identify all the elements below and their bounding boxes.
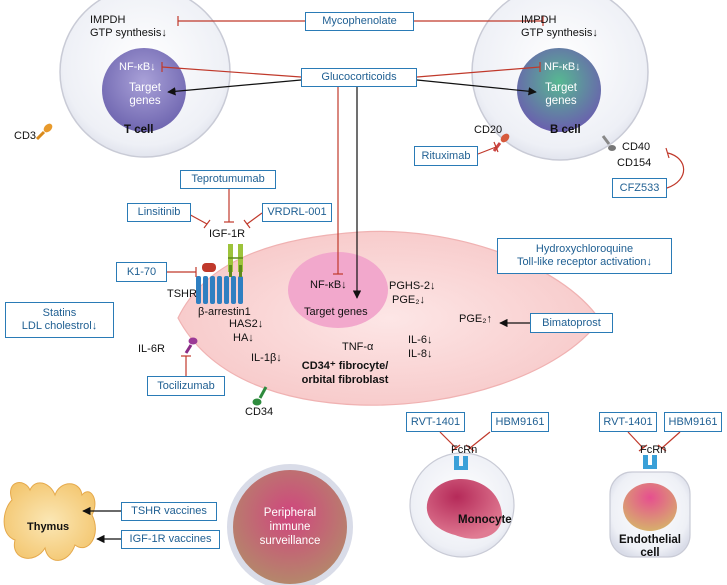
t-cell-target-genes: Target genes (129, 82, 161, 107)
t-cell-label: T cell (124, 124, 154, 136)
has2-label: HAS2↓ (229, 318, 264, 330)
rvt1401-monocyte-box: RVT-1401 (406, 412, 465, 432)
monocyte-label: Monocyte (458, 514, 512, 526)
pge2-up-label: PGE₂↑ (459, 313, 492, 325)
peripheral-line2: immune (269, 521, 311, 533)
endothelial-label-line1: Endothelial (619, 534, 681, 546)
monocyte-nucleus (426, 478, 502, 539)
linsitinib-box: Linsitinib (127, 203, 191, 222)
t-cell-nfkb: NF-κB↓ (119, 61, 156, 73)
statins-effect: LDL cholestrol↓ (21, 320, 98, 332)
tshr-receptor-icon (196, 263, 243, 304)
fibroblast-label-line1: CD34⁺ fibrocyte/ (301, 360, 389, 372)
endothelial-label-line2: cell (640, 547, 660, 559)
cd154-label: CD154 (617, 157, 652, 169)
t-cell-gtp: GTP synthesis↓ (90, 27, 167, 39)
igf1r-label: IGF-1R (209, 228, 246, 240)
cd20-receptor-icon (492, 133, 510, 152)
cd40-label: CD40 (622, 141, 651, 153)
cd34-label: CD34 (245, 406, 274, 418)
t-cell-impdh: IMPDH (90, 14, 126, 26)
fcrn-monocyte-label: FcRn (451, 444, 478, 456)
statins-label: Statins (42, 307, 77, 319)
glucocorticoids-box: Glucocorticoids (301, 68, 417, 87)
ha-label: HA↓ (233, 332, 254, 344)
fcrn-endothelial-label: FcRn (640, 444, 667, 456)
tnfa-label: TNF-α (342, 341, 374, 353)
thymus-organ (3, 482, 96, 561)
hcq-effect: Toll-like receptor activation↓ (516, 256, 653, 268)
hcq-label: Hydroxychloroquine (535, 243, 634, 255)
peripheral-line3: surveillance (259, 535, 321, 547)
thymus-label: Thymus (27, 521, 70, 533)
tshr-label: TSHR (167, 288, 197, 300)
il6r-receptor-icon (184, 337, 198, 354)
b-cell-gtp: GTP synthesis↓ (521, 27, 598, 39)
il8-label: IL-8↓ (408, 348, 433, 360)
b-cell-label: B cell (550, 124, 581, 136)
cd3-label: CD3 (14, 130, 37, 142)
k170-box: K1-70 (116, 262, 167, 282)
igf1r-vaccines-box: IGF-1R vaccines (121, 530, 220, 549)
peripheral-circle (227, 464, 353, 585)
activation-arrows (82, 79, 550, 544)
teprotumumab-box: Teprotumumab (180, 170, 276, 189)
b-cell-impdh: IMPDH (521, 14, 557, 26)
bimatoprost-box: Bimatoprost (530, 313, 613, 333)
statins-box: Statins LDL cholestrol↓ (5, 302, 114, 338)
inhibition-lines (161, 16, 685, 452)
peripheral-line1: Peripheral (263, 507, 317, 519)
fibroblast-label-line2: orbital fibroblast (301, 374, 389, 386)
rvt1401-endothelial-box: RVT-1401 (599, 412, 657, 432)
fcrn-monocyte-icon (454, 456, 468, 470)
hbm9161-monocyte-box: HBM9161 (491, 412, 549, 432)
pghs2-label: PGHS-2↓ (389, 280, 436, 292)
cd20-label: CD20 (474, 124, 503, 136)
il6r-label: IL-6R (138, 343, 165, 355)
fibroblast-nucleus (288, 252, 388, 328)
endothelial-nucleus (623, 483, 677, 531)
hydroxychloroquine-box: Hydroxychloroquine Toll-like receptor ac… (497, 238, 672, 274)
beta-arrestin-label: β-arrestin1 (198, 306, 251, 318)
cd40-receptor-icon (601, 135, 616, 151)
fibroblast-target-genes: Target genes (304, 306, 368, 318)
il6-label: IL-6↓ (408, 334, 433, 346)
pge2-down-label: PGE₂↓ (392, 294, 425, 306)
mycophenolate-box: Mycophenolate (305, 12, 414, 31)
t-cell-nucleus (102, 48, 186, 132)
igf1r-receptor-icon (228, 244, 243, 277)
b-cell-nucleus (517, 48, 601, 132)
vrdrl001-box: VRDRL-001 (262, 203, 332, 222)
il1b-label: IL-1β↓ (251, 352, 282, 364)
fibroblast-nfkb: NF-κB↓ (310, 279, 347, 291)
cd34-receptor-icon (252, 386, 268, 406)
cd3-receptor-icon (35, 123, 53, 141)
hbm9161-endothelial-box: HBM9161 (664, 412, 722, 432)
b-cell-target-genes: Target genes (545, 82, 577, 107)
tocilizumab-box: Tocilizumab (147, 376, 225, 396)
tshr-vaccines-box: TSHR vaccines (121, 502, 217, 521)
b-cell-nfkb: NF-κB↓ (544, 61, 581, 73)
rituximab-box: Rituximab (414, 146, 478, 166)
cfz533-box: CFZ533 (612, 178, 667, 198)
fcrn-endothelial-icon (643, 455, 657, 469)
